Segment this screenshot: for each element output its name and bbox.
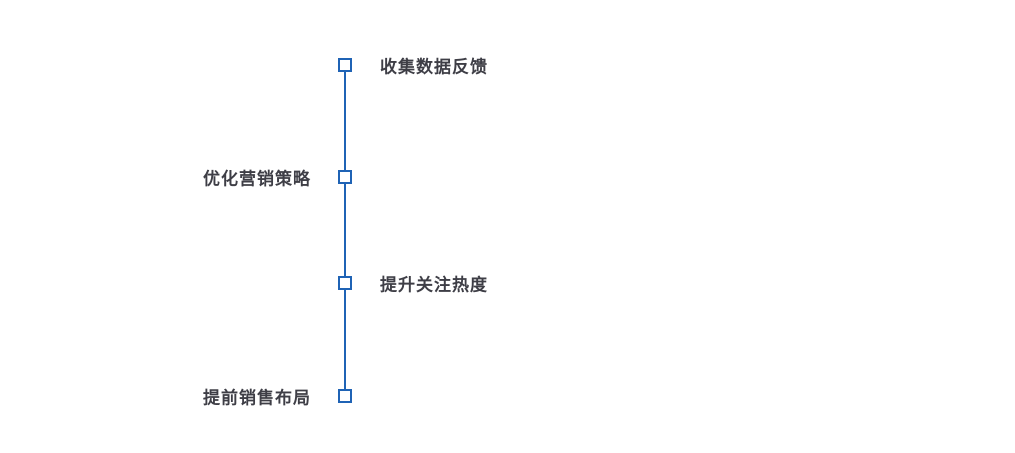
timeline-node-marker	[338, 276, 352, 290]
timeline-node-label: 优化营销策略	[203, 169, 311, 189]
timeline-node-marker	[338, 58, 352, 72]
timeline-node-marker	[338, 170, 352, 184]
timeline-node-label: 收集数据反馈	[380, 57, 488, 77]
timeline-node-label: 提前销售布局	[203, 388, 311, 408]
timeline-line	[344, 65, 346, 396]
timeline-node-marker	[338, 389, 352, 403]
timeline-node-label: 提升关注热度	[380, 275, 488, 295]
